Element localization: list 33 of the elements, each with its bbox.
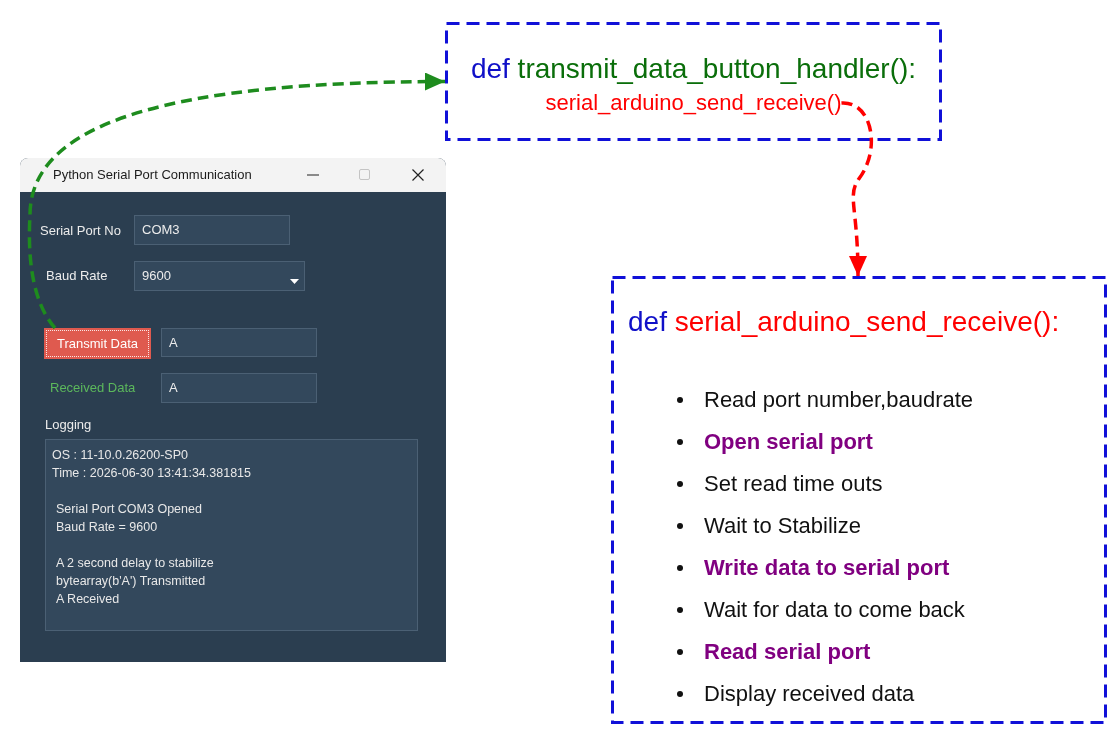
app-window [20, 158, 446, 662]
window-title: Python Serial Port Communication [53, 167, 252, 183]
code-line: def serial_arduino_send_receive(): [628, 306, 1060, 338]
list-item: Write data to serial port [704, 555, 950, 581]
code-box [611, 276, 1107, 724]
log-line: bytearray(b'A') Transmitted [56, 573, 206, 589]
log-line: A Received [56, 591, 120, 607]
code-line: def transmit_data_button_handler(): [470, 53, 917, 85]
function-call-text: serial_arduino_send_receive() [545, 90, 842, 116]
text-field: A [161, 373, 317, 403]
log-line: OS : 11-10.0.26200-SP0 [52, 447, 188, 463]
list-item: Set read time outs [704, 471, 883, 497]
dashed-arrow [27, 72, 446, 330]
text-field: A [161, 328, 317, 357]
section-heading: Logging [45, 416, 92, 434]
field-label: Serial Port No [40, 223, 121, 239]
list-item: Wait to Stabilize [704, 513, 861, 539]
list-item: Read serial port [704, 639, 871, 665]
list-item: Read port number,baudrate [704, 387, 974, 413]
dropdown: 9600 [134, 261, 305, 291]
action-button: Transmit Data [44, 328, 151, 359]
list-item: Display received data [704, 681, 915, 707]
list-item: Open serial port [704, 429, 873, 455]
dashed-arrow [841, 101, 873, 277]
field-label: Baud Rate [46, 268, 108, 284]
text-field: COM3 [134, 215, 290, 245]
log-line: Baud Rate = 9600 [56, 519, 158, 535]
field-label: Received Data [50, 380, 136, 396]
code-box [445, 22, 942, 141]
log-line: Time : 2026-06-30 13:41:34.381815 [52, 465, 251, 481]
log-line: A 2 second delay to stabilize [56, 555, 214, 571]
log-line: Serial Port COM3 Opened [56, 501, 202, 517]
list-item: Wait for data to come back [704, 597, 965, 623]
